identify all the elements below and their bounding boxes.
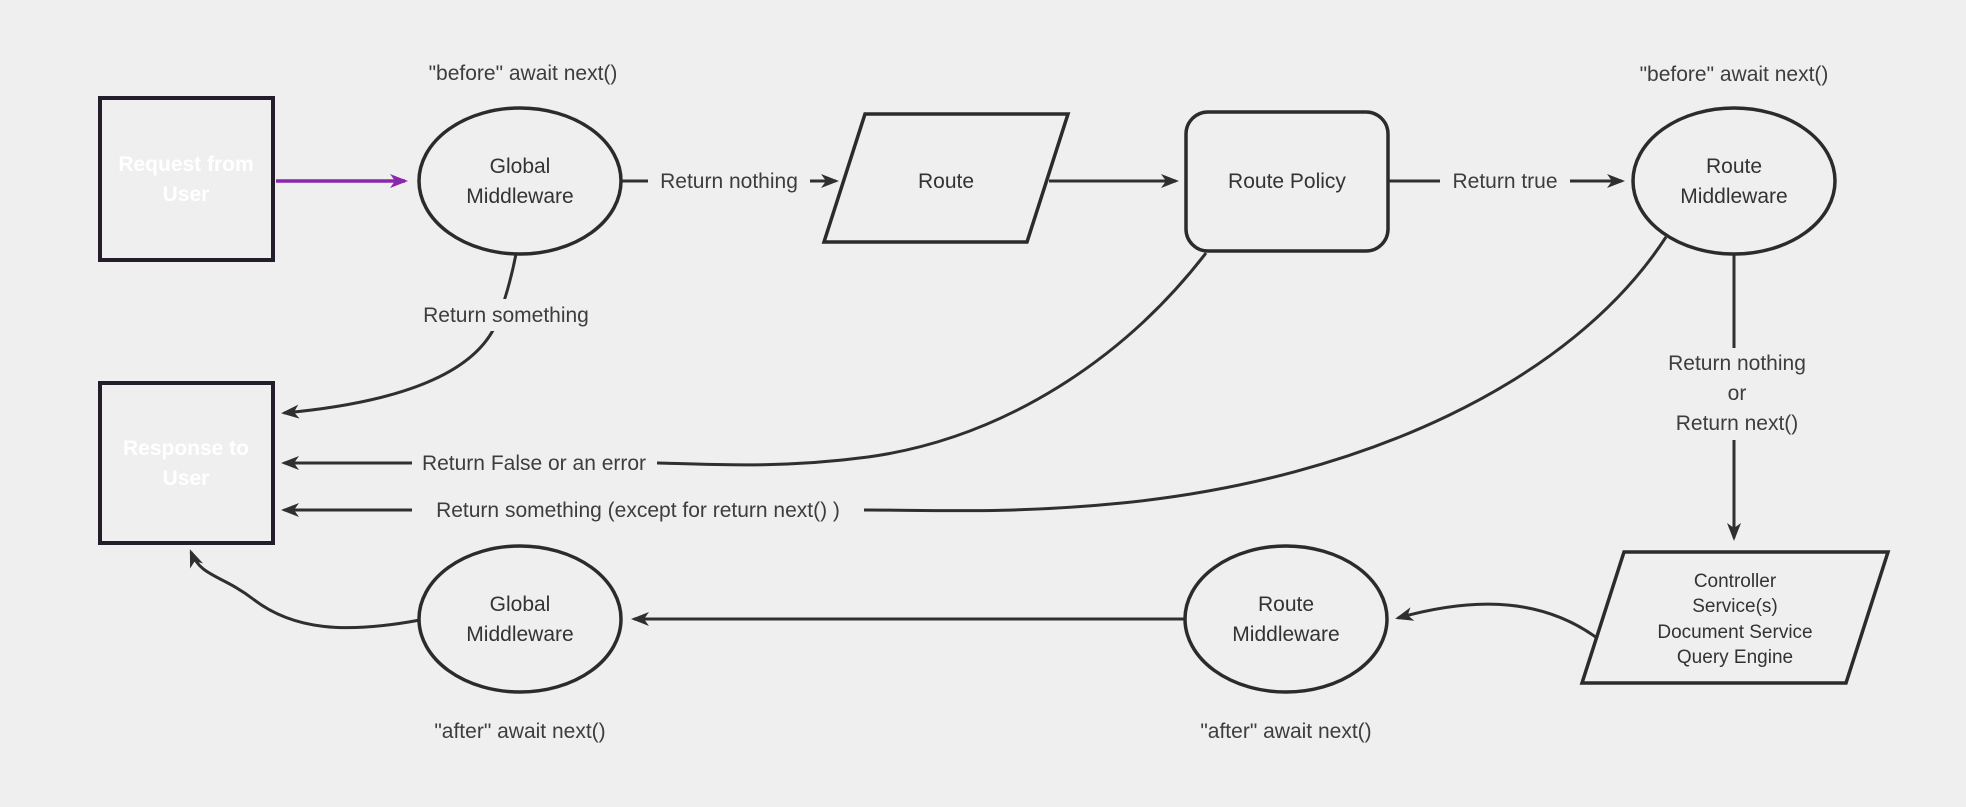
label-return-something: Return something — [423, 304, 589, 327]
route-middleware-top-line1: Route — [1706, 155, 1762, 178]
node-route-policy — [1184, 110, 1390, 253]
edge-return-something-to-response — [281, 253, 518, 419]
controller-line3: Document Service — [1657, 622, 1812, 643]
route-middleware-top-line2: Middleware — [1680, 185, 1787, 208]
label-return-nothing-or-line1: Return nothing — [1668, 352, 1806, 375]
label-return-nothing-or-line2: or — [1728, 382, 1747, 405]
route-label: Route — [918, 170, 974, 193]
controller-line4: Query Engine — [1677, 647, 1793, 668]
label-after-await-left: "after" await next() — [434, 720, 605, 743]
label-after-await-right: "after" await next() — [1200, 720, 1371, 743]
controller-line1: Controller — [1694, 571, 1777, 592]
node-route — [821, 112, 1071, 244]
node-global-middleware-bottom — [417, 544, 623, 694]
label-before-await-right: "before" await next() — [1640, 63, 1829, 86]
node-response-to-user — [98, 381, 275, 545]
edge-global-middleware-bottom-to-response — [189, 549, 421, 630]
global-middleware-bottom-line2: Middleware — [466, 623, 573, 646]
node-controller-services — [1579, 550, 1891, 685]
edge-return-something-except-to-response — [281, 236, 1668, 517]
label-bg-return-false — [412, 447, 657, 479]
label-return-nothing: Return nothing — [660, 170, 798, 193]
route-middleware-bottom-line2: Middleware — [1232, 623, 1339, 646]
label-bg-return-nothing-or — [1650, 348, 1825, 440]
response-box-line2: User — [163, 467, 210, 490]
label-return-nothing-or-line3: Return next() — [1676, 412, 1799, 435]
controller-line2: Service(s) — [1692, 596, 1778, 617]
label-bg-return-nothing — [648, 165, 810, 197]
label-before-await-left: "before" await next() — [429, 62, 618, 85]
request-box-line2: User — [163, 183, 210, 206]
node-route-middleware-top — [1631, 106, 1837, 256]
response-box-line1: Response to — [123, 437, 249, 460]
global-middleware-top-line2: Middleware — [466, 185, 573, 208]
node-request-from-user — [98, 96, 275, 262]
edge-controller-to-route-middleware-bottom — [1395, 602, 1598, 640]
route-middleware-bottom-line1: Route — [1258, 593, 1314, 616]
edge-return-false-to-response — [281, 252, 1208, 470]
label-bg-return-true — [1440, 165, 1570, 197]
node-global-middleware-top — [417, 106, 623, 256]
route-policy-label: Route Policy — [1228, 170, 1346, 193]
label-bg-return-something — [416, 299, 596, 331]
label-bg-return-something-except — [412, 494, 864, 526]
global-middleware-top-line1: Global — [490, 155, 551, 178]
label-return-false: Return False or an error — [422, 452, 646, 475]
node-route-middleware-bottom — [1183, 544, 1389, 694]
label-return-something-except: Return something (except for return next… — [436, 499, 840, 522]
global-middleware-bottom-line1: Global — [490, 593, 551, 616]
label-return-true: Return true — [1452, 170, 1557, 193]
request-box-line1: Request from — [118, 153, 253, 176]
